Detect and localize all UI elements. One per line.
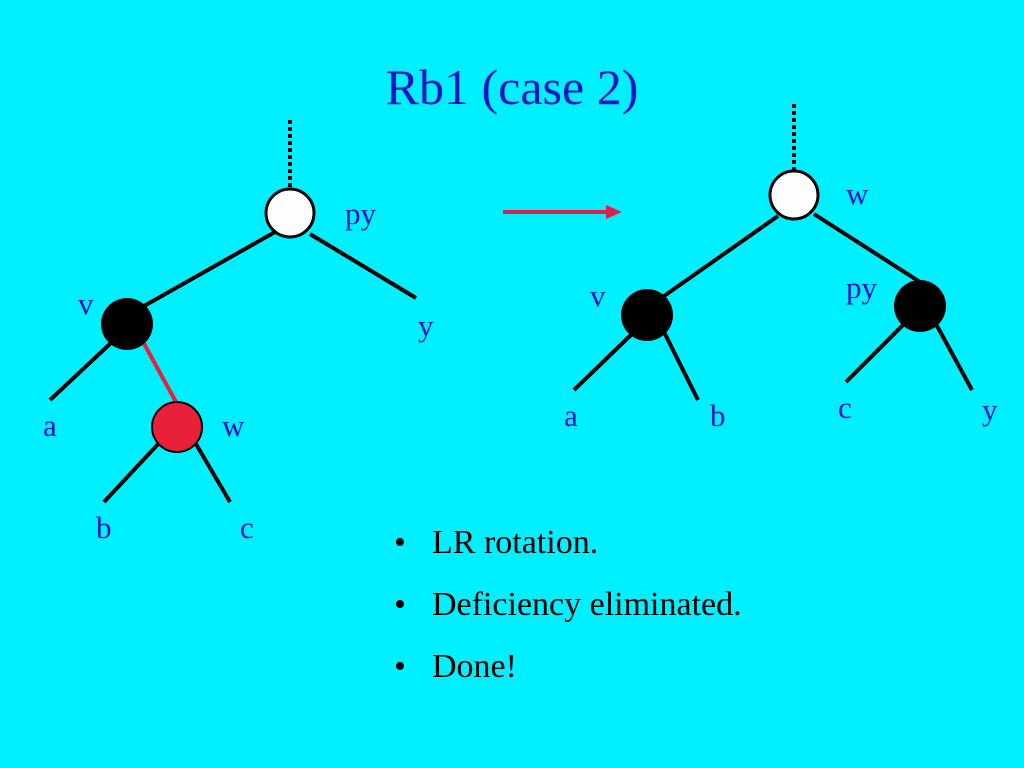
bullet-text: Done! — [432, 648, 517, 685]
after-node-w — [768, 169, 820, 221]
after-label-w: w — [846, 176, 869, 211]
bullet-list: • LR rotation. • Deficiency eliminated. • D… — [394, 512, 742, 698]
after-label-c: c — [838, 390, 852, 425]
before-label-py: py — [345, 196, 377, 231]
after-edge-v-a — [572, 330, 636, 392]
after-label-a: a — [564, 398, 578, 433]
bullet-item: • LR rotation. — [394, 512, 742, 574]
after-label-y: y — [982, 392, 998, 427]
before-edge-v-w — [140, 339, 178, 403]
bullet-item: • Deficiency eliminated. — [394, 574, 742, 636]
before-edge-py-v — [143, 230, 276, 308]
before-label-a: a — [43, 408, 57, 443]
before-node-w — [151, 401, 203, 453]
after-edge-w-py — [812, 212, 922, 284]
after-label-b: b — [710, 398, 726, 433]
before-edge-w-c — [194, 442, 232, 504]
after-edge-w-v — [662, 214, 780, 298]
before-tree: py v w a b c y — [43, 120, 434, 545]
bullet-dot: • — [394, 586, 406, 623]
before-node-v — [101, 298, 153, 350]
before-edge-v-a — [48, 340, 114, 402]
before-label-v: v — [78, 286, 94, 321]
before-label-b: b — [96, 510, 112, 545]
before-label-y: y — [418, 308, 434, 343]
after-edge-py-y — [934, 323, 974, 391]
before-node-py — [264, 187, 316, 239]
after-label-v: v — [590, 278, 606, 313]
bullet-dot: • — [394, 524, 406, 561]
after-tree: w v py a b c y — [564, 104, 998, 433]
before-label-c: c — [240, 510, 254, 545]
bullet-dot: • — [394, 648, 406, 685]
before-edge-py-y — [308, 232, 418, 300]
after-node-v — [621, 289, 673, 341]
bullet-text: LR rotation. — [432, 524, 599, 561]
after-edge-py-c — [844, 322, 906, 384]
after-label-py: py — [846, 270, 878, 305]
before-label-w: w — [222, 408, 245, 443]
slide-title: Rb1 (case 2) — [386, 59, 639, 115]
after-node-py — [894, 280, 946, 332]
after-edge-v-b — [662, 331, 700, 401]
bullet-item: • Done! — [394, 636, 742, 698]
transform-arrow — [503, 205, 622, 219]
before-edge-w-b — [102, 440, 162, 504]
bullet-text: Deficiency eliminated. — [432, 586, 742, 623]
